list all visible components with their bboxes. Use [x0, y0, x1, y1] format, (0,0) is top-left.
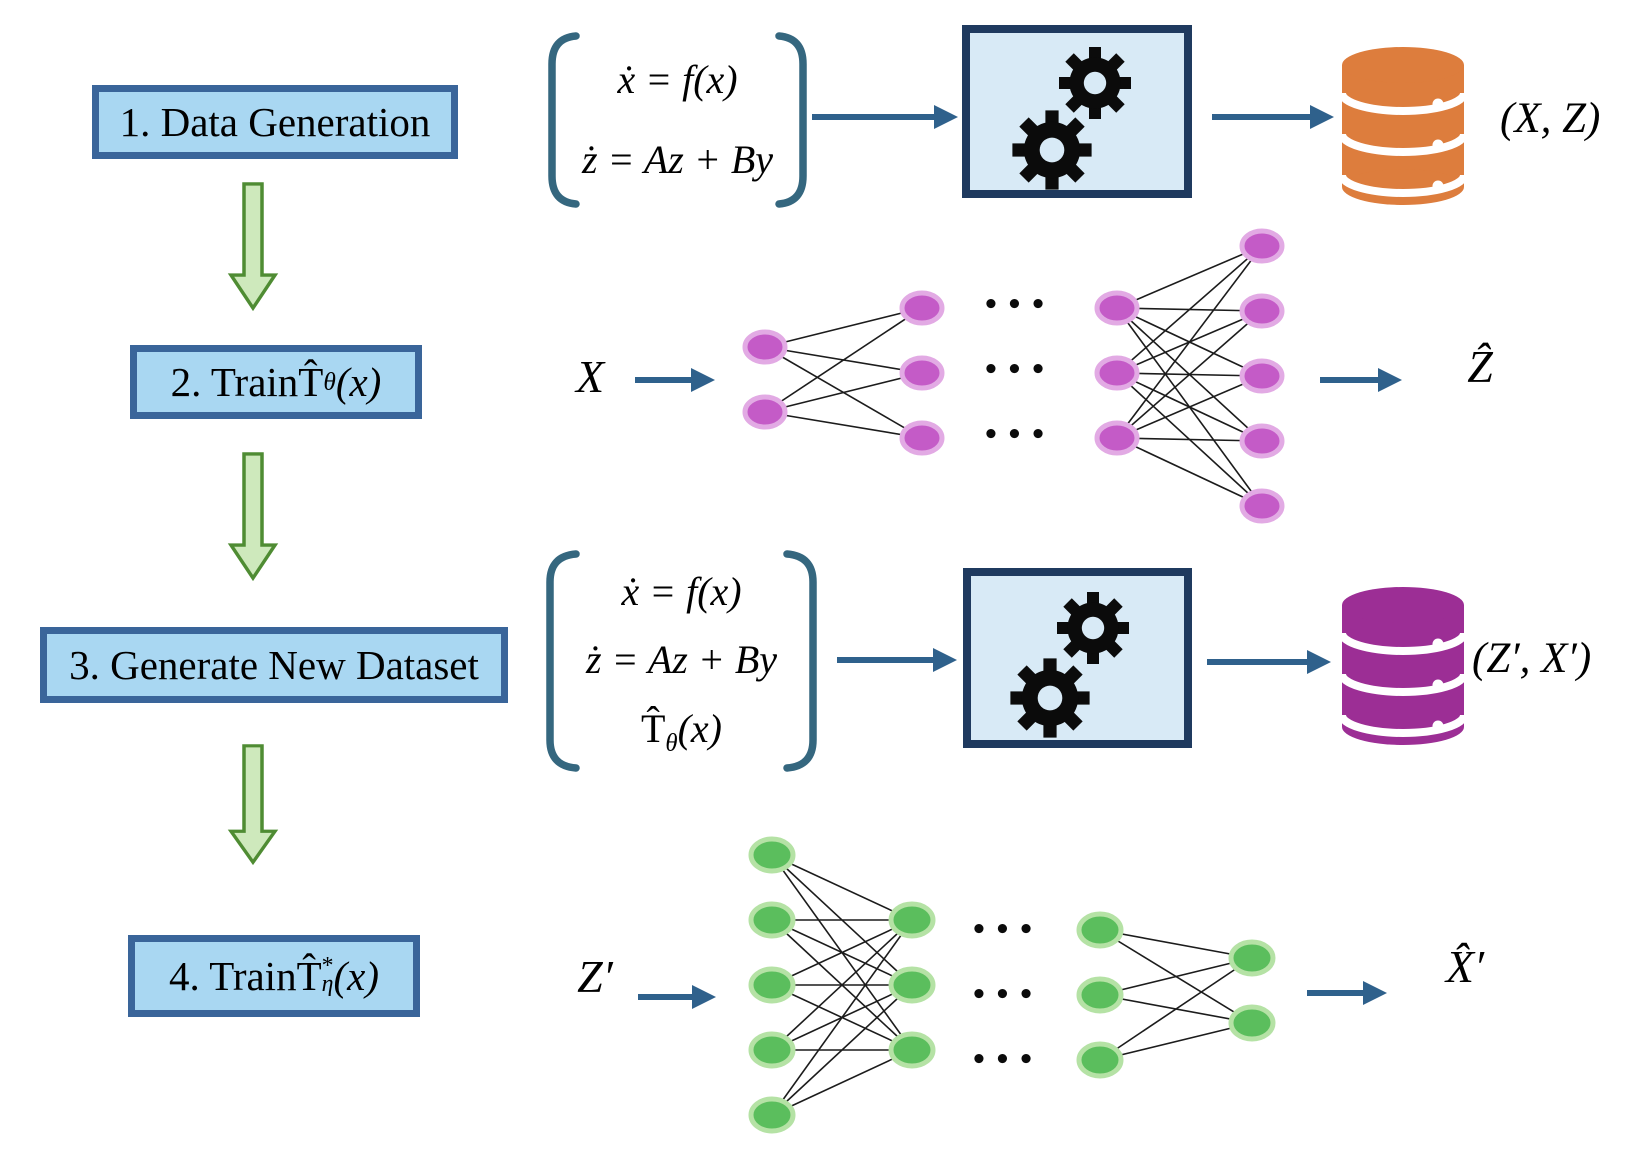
t-sub: θ: [665, 729, 678, 757]
hidden-layers-dots: •••: [970, 915, 1042, 945]
right-arrow-icon: [1320, 368, 1402, 392]
step-4-suffix: (x): [333, 953, 380, 999]
simulation-box-1: [962, 25, 1192, 198]
step-4-sup: *: [321, 953, 334, 980]
hidden-layers-dots: •••: [970, 1045, 1042, 1075]
hidden-layers-dots: •••: [982, 420, 1054, 450]
right-arrow-icon: [635, 368, 715, 392]
input-label-x: X: [575, 351, 605, 402]
hidden-layers-dots: •••: [982, 355, 1054, 385]
right-arrow-icon: [1212, 105, 1334, 129]
step-2-t-hat: T̂: [298, 359, 324, 405]
down-arrow-icon: [227, 744, 279, 866]
step-box-1: 1. Data Generation: [92, 85, 458, 159]
network-edges: [764, 245, 1263, 507]
parentheses-icon: [546, 550, 817, 772]
dataset-label-xz: (X, Z): [1500, 95, 1601, 142]
step-4-t-hat: T̂: [296, 953, 322, 999]
gears-icon: [1012, 47, 1131, 190]
step-box-3: 3. Generate New Dataset: [40, 627, 508, 703]
right-arrow-icon: [1207, 650, 1331, 674]
step-2-label-prefix: 2. Train: [170, 359, 299, 405]
equation-line: ẋ = f(x): [617, 57, 738, 102]
output-label-x-hat-prime: X̂′: [1445, 941, 1485, 992]
network-nodes: [748, 836, 1276, 1134]
right-arrow-icon: [1307, 981, 1387, 1005]
network-nodes: [742, 228, 1285, 524]
t-suffix: (x): [677, 705, 723, 751]
gears-icon: [1010, 592, 1129, 738]
step-3-label: 3. Generate New Dataset: [69, 642, 479, 688]
hidden-layers-dots: •••: [982, 290, 1054, 320]
step-2-suffix: (x): [335, 359, 382, 405]
input-label-z-prime: Z′: [577, 951, 613, 1002]
output-label-z-hat: Ẑ: [1467, 341, 1493, 392]
equation-block-2: ẋ = f(x) ż = Az + By T̂θ(x): [550, 558, 813, 763]
parentheses-icon: [548, 32, 807, 208]
equation-line: ẋ = f(x): [621, 569, 742, 615]
right-arrow-icon: [638, 985, 716, 1009]
database-icon-orange: [1338, 47, 1468, 205]
neural-network-encoder: [742, 228, 1285, 524]
step-1-label: 1. Data Generation: [119, 99, 431, 145]
equation-line: ż = Az + By: [581, 137, 773, 182]
right-arrow-icon: [837, 648, 957, 672]
simulation-box-2: [963, 568, 1192, 748]
down-arrow-icon: [227, 452, 279, 582]
database-icon-purple: [1338, 587, 1468, 745]
neural-network-decoder: [748, 836, 1276, 1134]
hidden-layers-dots: •••: [970, 980, 1042, 1010]
step-4-sub: η: [321, 971, 334, 997]
equation-line-t-theta: T̂θ(x): [640, 705, 723, 755]
dataset-label-zx-prime: (Z′, X′): [1472, 635, 1592, 682]
equation-block-1: ẋ = f(x) ż = Az + By: [552, 40, 803, 200]
t-hat: T̂: [640, 705, 666, 751]
step-box-2: 2. Train T̂θ(x): [130, 345, 422, 419]
equation-line: ż = Az + By: [585, 637, 777, 683]
right-arrow-icon: [812, 105, 958, 129]
step-4-label-prefix: 4. Train: [168, 953, 297, 999]
step-box-4: 4. Train T̂*η(x): [128, 935, 420, 1017]
down-arrow-icon: [227, 182, 279, 312]
